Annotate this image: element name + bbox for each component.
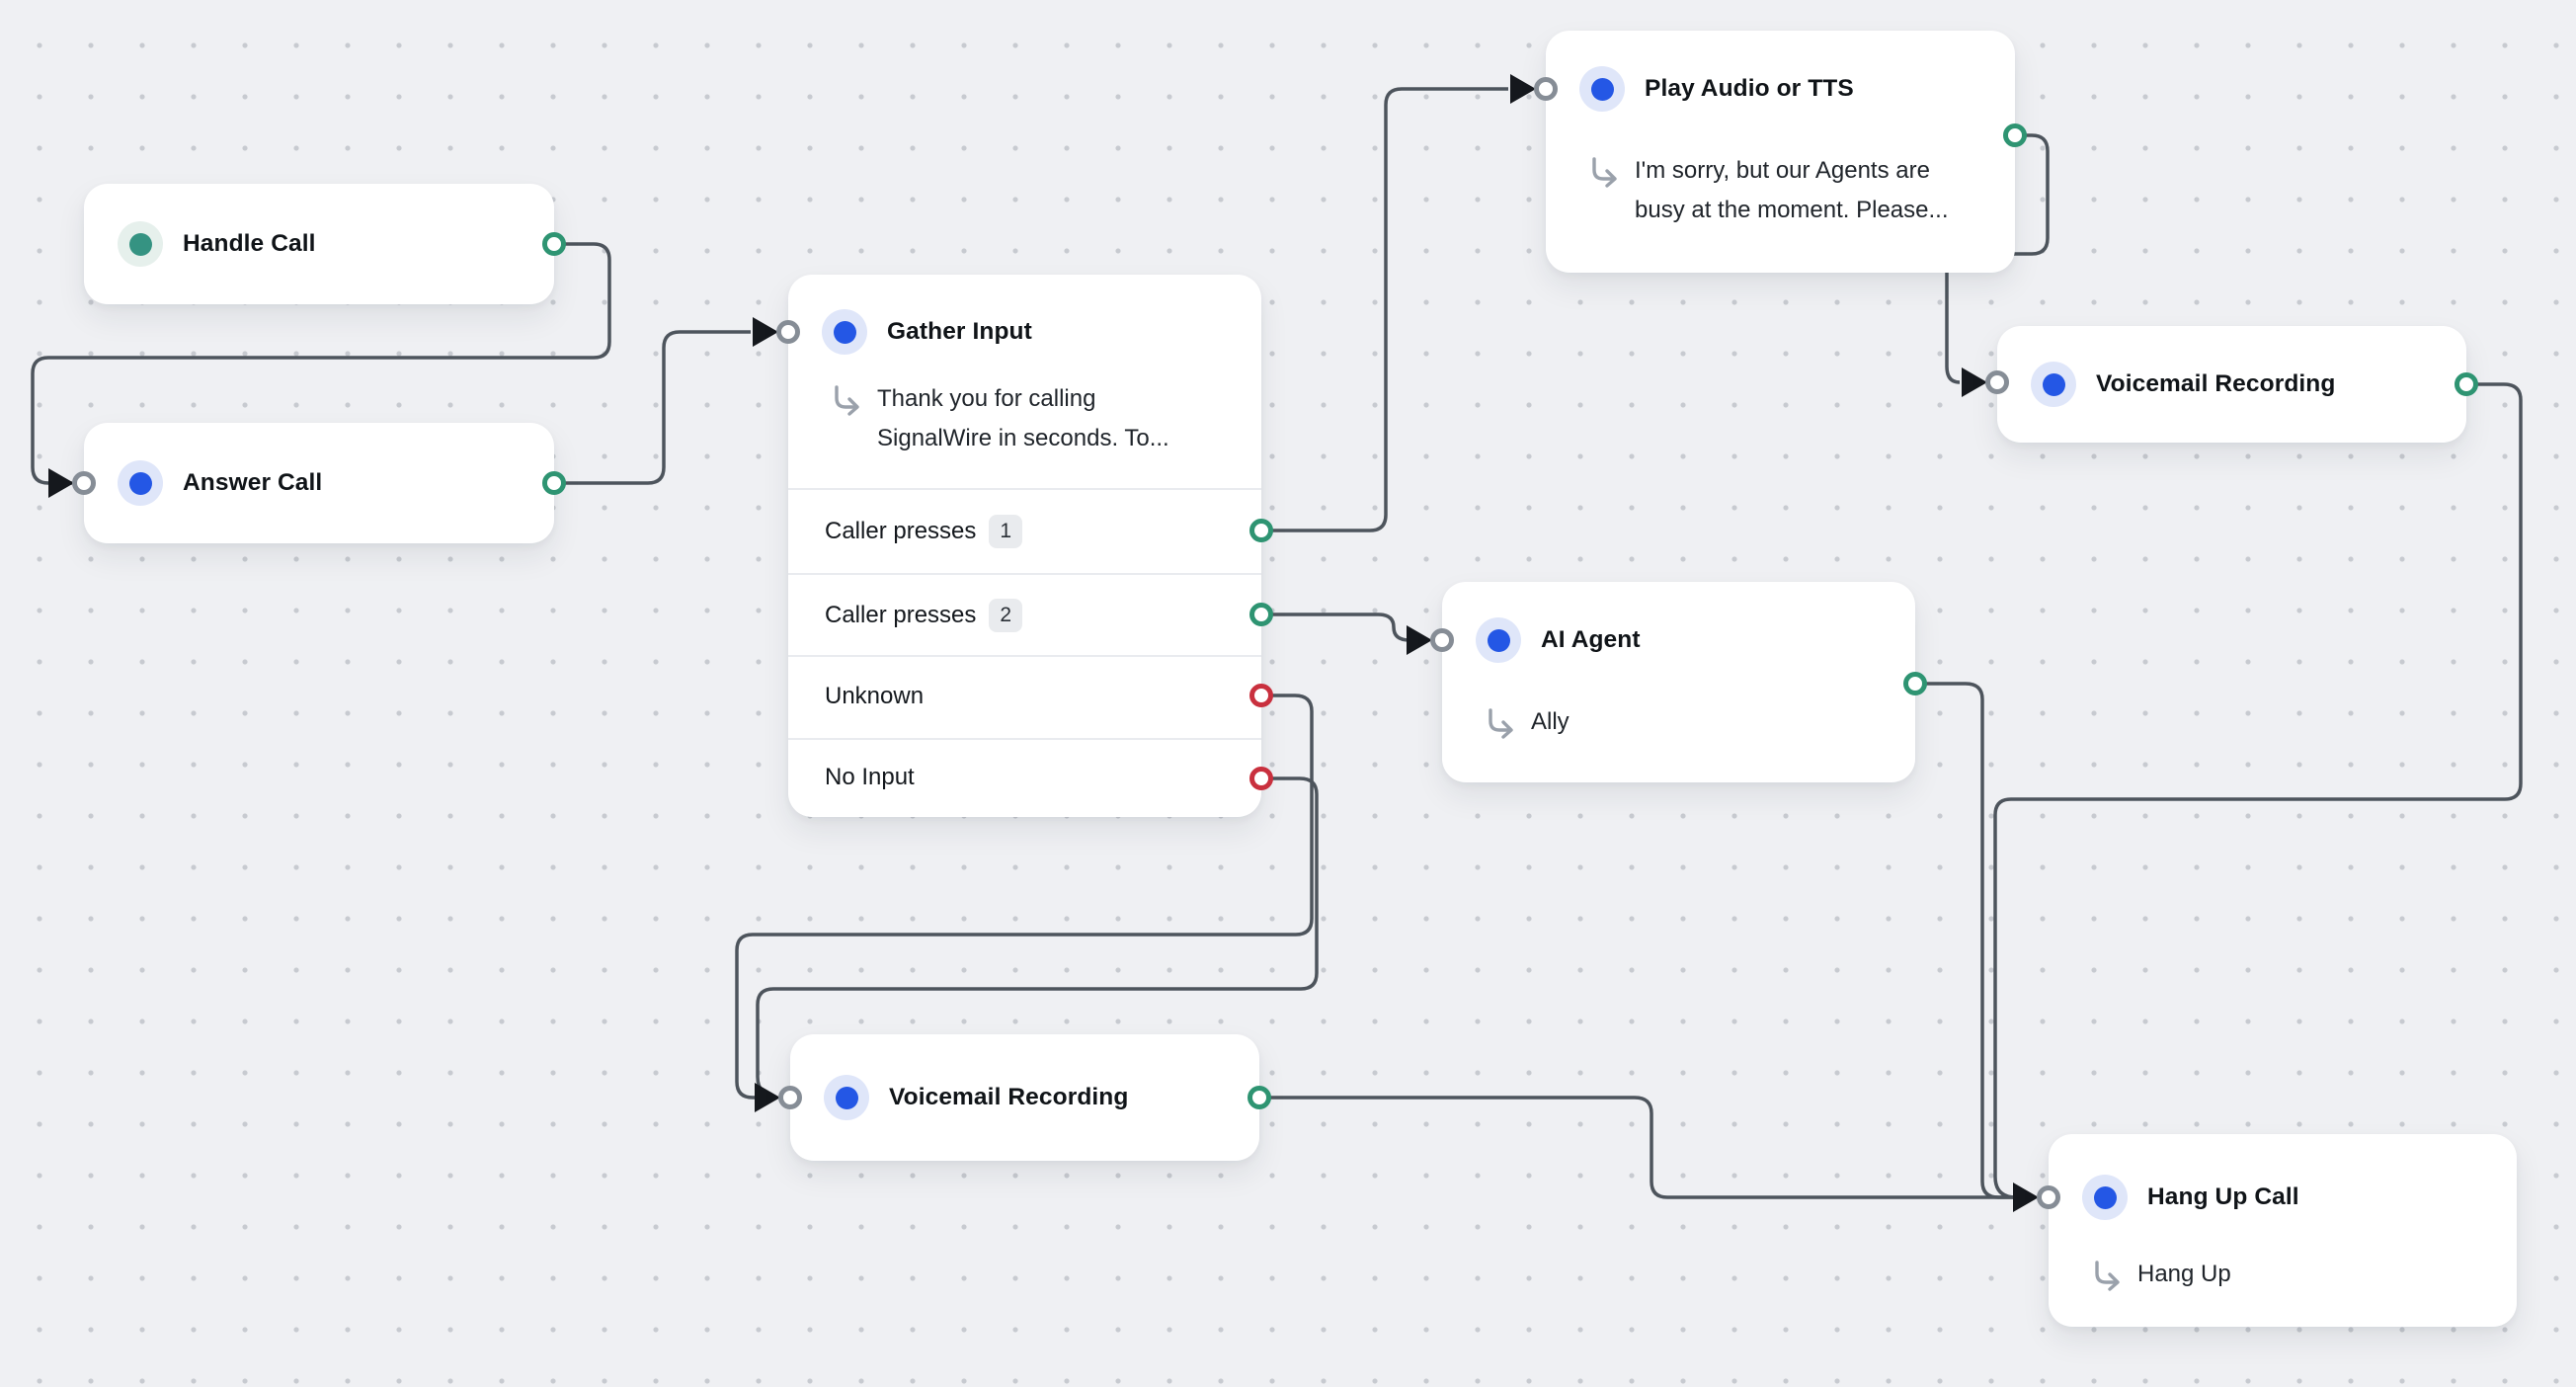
- node-title: AI Agent: [1541, 626, 1641, 653]
- input-arrowhead-answer-call: [48, 468, 74, 498]
- divider: [788, 738, 1261, 740]
- edge-unknown-to-voicemail[interactable]: [735, 694, 1314, 1100]
- output-port-no-input[interactable]: [1249, 767, 1273, 790]
- node-gather-input[interactable]: Gather Input Thank you for calling Signa…: [788, 275, 1261, 817]
- output-port-voicemail-bottom[interactable]: [1248, 1086, 1271, 1109]
- input-port-hang-up-call[interactable]: [2037, 1185, 2060, 1209]
- node-title: Play Audio or TTS: [1645, 75, 1854, 102]
- node-title: Voicemail Recording: [2096, 370, 2336, 397]
- blue-status-dot-icon: [2031, 362, 2076, 407]
- branch-row-caller-presses-1[interactable]: Caller presses 1: [788, 490, 1261, 573]
- input-port-voicemail-top[interactable]: [1985, 370, 2009, 394]
- divider: [788, 488, 1261, 490]
- branch-label: Caller presses: [825, 601, 977, 628]
- edge-voicemail-top-to-hangup[interactable]: [1993, 382, 2523, 1199]
- blue-status-dot-icon: [118, 460, 163, 506]
- branch-label: Caller presses: [825, 518, 977, 544]
- divider: [788, 655, 1261, 657]
- input-arrowhead-voicemail-bottom: [755, 1083, 780, 1112]
- node-play-audio-tts[interactable]: Play Audio or TTS I'm sorry, but our Age…: [1546, 31, 2015, 273]
- edge-press2-to-aiagent[interactable]: [1261, 612, 1428, 642]
- node-title: Gather Input: [887, 318, 1032, 345]
- node-voicemail-recording-top[interactable]: Voicemail Recording: [1997, 326, 2466, 443]
- edge-aiagent-to-hangup[interactable]: [1915, 682, 2035, 1199]
- output-port-caller-presses-2[interactable]: [1249, 603, 1273, 626]
- blue-status-dot-icon: [2082, 1175, 2128, 1220]
- output-port-handle-call[interactable]: [542, 232, 566, 256]
- branch-key-badge: 1: [989, 515, 1023, 548]
- branch-key-badge: 2: [989, 598, 1023, 632]
- branch-label: Unknown: [825, 683, 925, 709]
- input-arrowhead-voicemail-top: [1962, 367, 1987, 397]
- edge-answer-to-gather[interactable]: [554, 330, 751, 485]
- branch-row-unknown[interactable]: Unknown: [788, 657, 1261, 736]
- branch-arrow-icon: [835, 385, 859, 416]
- node-title: Answer Call: [183, 469, 323, 496]
- node-title: Voicemail Recording: [889, 1084, 1129, 1110]
- output-port-unknown[interactable]: [1249, 684, 1273, 707]
- output-port-voicemail-top[interactable]: [2455, 372, 2478, 396]
- input-port-voicemail-bottom[interactable]: [778, 1086, 802, 1109]
- branch-row-no-input[interactable]: No Input: [788, 740, 1261, 815]
- edge-noinput-to-voicemail[interactable]: [756, 776, 1319, 1100]
- blue-status-dot-icon: [1579, 66, 1625, 112]
- node-title: Handle Call: [183, 230, 316, 257]
- blue-status-dot-icon: [1476, 617, 1521, 663]
- branch-arrow-icon: [1489, 708, 1513, 739]
- input-port-play-audio[interactable]: [1534, 77, 1558, 101]
- node-ai-agent[interactable]: AI Agent Ally: [1442, 582, 1915, 782]
- node-title: Hang Up Call: [2147, 1183, 2299, 1210]
- branch-label: No Input: [825, 764, 915, 790]
- input-port-answer-call[interactable]: [72, 471, 96, 495]
- branch-row-caller-presses-2[interactable]: Caller presses 2: [788, 575, 1261, 655]
- node-hang-up-call[interactable]: Hang Up Call Hang Up: [2049, 1134, 2517, 1327]
- input-arrowhead-hang-up: [2013, 1183, 2039, 1212]
- edge-voicemail-bottom-to-hangup[interactable]: [1259, 1096, 2035, 1199]
- edge-play-to-voicemail-top[interactable]: [1945, 133, 2050, 384]
- input-arrowhead-gather-input: [753, 317, 778, 347]
- blue-status-dot-icon: [824, 1075, 869, 1120]
- input-arrowhead-play-audio: [1510, 74, 1536, 104]
- node-subtitle: Hang Up: [2137, 1261, 2231, 1287]
- divider: [788, 573, 1261, 575]
- node-handle-call[interactable]: Handle Call: [84, 184, 554, 304]
- input-port-ai-agent[interactable]: [1430, 628, 1454, 652]
- branch-arrow-icon: [2095, 1261, 2120, 1291]
- teal-status-dot-icon: [118, 221, 163, 267]
- node-answer-call[interactable]: Answer Call: [84, 423, 554, 543]
- branch-arrow-icon: [1592, 157, 1617, 188]
- node-subtitle: Ally: [1531, 708, 1570, 735]
- input-arrowhead-ai-agent: [1407, 625, 1432, 655]
- input-port-gather-input[interactable]: [776, 320, 800, 344]
- node-subtitle: I'm sorry, but our Agents are busy at th…: [1635, 157, 1949, 223]
- node-subtitle: Thank you for calling SignalWire in seco…: [877, 385, 1169, 451]
- output-port-ai-agent[interactable]: [1903, 672, 1927, 695]
- output-port-answer-call[interactable]: [542, 471, 566, 495]
- edge-press1-to-play[interactable]: [1261, 87, 1508, 532]
- blue-status-dot-icon: [822, 309, 867, 355]
- output-port-play-audio[interactable]: [2003, 123, 2027, 147]
- edge-handle-to-answer[interactable]: [31, 242, 611, 485]
- output-port-caller-presses-1[interactable]: [1249, 519, 1273, 542]
- node-voicemail-recording-bottom[interactable]: Voicemail Recording: [790, 1034, 1259, 1161]
